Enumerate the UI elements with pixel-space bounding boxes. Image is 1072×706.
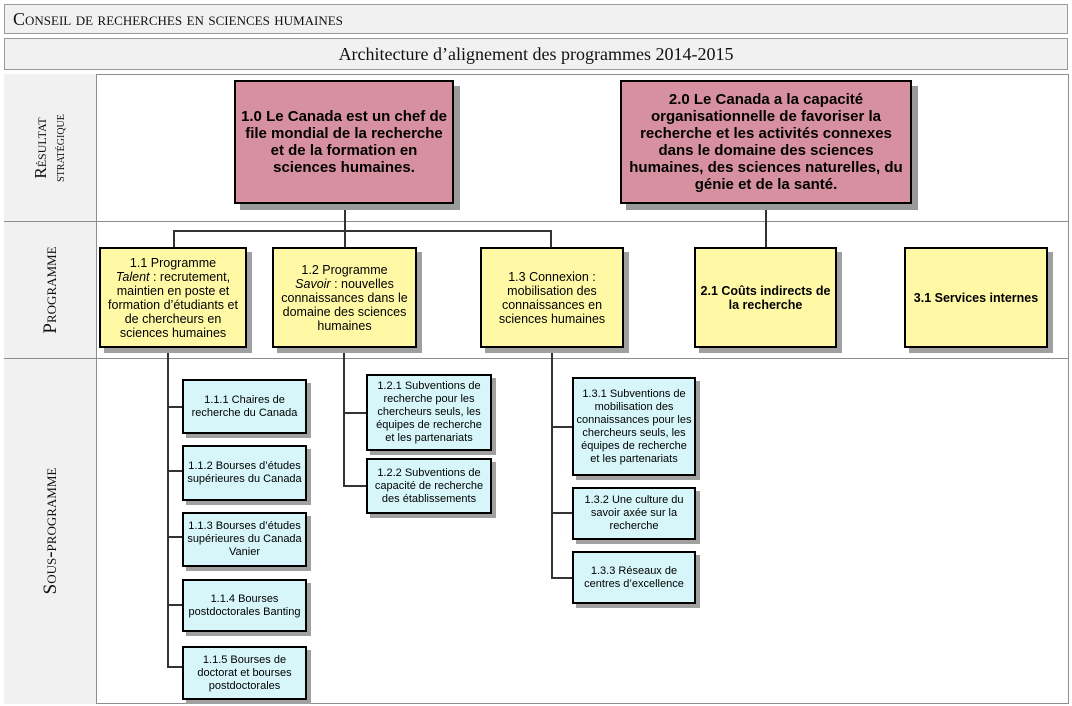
- connector-line: [173, 230, 551, 232]
- row-label-strategic-line2: stratégique: [53, 114, 68, 182]
- subprogram-1-2-2-label: 1.2.2 Subventions de capacité de recherc…: [374, 466, 484, 505]
- program-1-2-number: 1.2 Programme: [301, 262, 388, 277]
- subprogram-1-1-3-label: 1.1.3 Bourses d’études supérieures du Ca…: [187, 520, 302, 558]
- program-1-1-name: Talent: [115, 269, 150, 284]
- connector-line: [167, 470, 183, 472]
- subprogram-1-3-2-box: 1.3.2 Une culture du savoir axée sur la …: [572, 487, 696, 540]
- connector-line: [173, 230, 175, 248]
- subprogram-1-3-3-box: 1.3.3 Réseaux de centres d’excellence: [572, 551, 696, 604]
- subprogram-1-3-2-label: 1.3.2 Une culture du savoir axée sur la …: [584, 494, 684, 532]
- outcome-2-text: 2.0 Le Canada a la capacité organisation…: [629, 91, 903, 193]
- connector-line: [344, 204, 346, 230]
- subprogram-1-2-1-box: 1.2.1 Subventions de recherche pour les …: [366, 374, 492, 451]
- program-1-1-description: : recrutement, maintien en poste et form…: [108, 269, 238, 340]
- connector-line: [167, 666, 183, 668]
- connector-line: [167, 536, 183, 538]
- subprogram-1-1-2-label: 1.1.2 Bourses d’études supérieures du Ca…: [187, 460, 302, 485]
- connector-line: [343, 485, 367, 487]
- row-label-program: Programme: [40, 246, 61, 334]
- subprogram-1-3-1-box: 1.3.1 Subventions de mobilisation des co…: [572, 377, 696, 476]
- program-3-1-label: 3.1 Services internes: [913, 290, 1039, 305]
- subprogram-1-1-4-label: 1.1.4 Bourses postdoctorales Banting: [188, 592, 301, 618]
- row-divider: [4, 221, 1069, 222]
- program-1-2-description: : nouvelles connaissances dans le domain…: [281, 276, 408, 333]
- row-label-strategic-outcome: Résultat stratégique: [31, 114, 71, 182]
- row-label-strategic-line1: Résultat: [31, 117, 50, 179]
- subprogram-1-1-4-box: 1.1.4 Bourses postdoctorales Banting: [182, 579, 307, 632]
- connector-line: [167, 348, 169, 667]
- connector-line: [551, 577, 573, 579]
- program-1-2-name: Savoir: [295, 276, 331, 291]
- subprogram-1-1-1-box: 1.1.1 Chaires de recherche du Canada: [182, 379, 307, 434]
- subprogram-1-2-2-box: 1.2.2 Subventions de capacité de recherc…: [366, 458, 492, 514]
- program-2-1-label: 2.1 Coûts indirects de la recherche: [700, 283, 831, 312]
- program-1-1-number: 1.1 Programme: [129, 255, 217, 270]
- connector-line: [167, 406, 183, 408]
- connector-line: [551, 426, 573, 428]
- subprogram-1-2-1-label: 1.2.1 Subventions de recherche pour les …: [376, 380, 482, 444]
- subprogram-1-3-1-label: 1.3.1 Subventions de mobilisation des co…: [576, 387, 692, 465]
- connector-line: [343, 412, 367, 414]
- program-1-3-box: 1.3 Connexion : mobilisation des connais…: [480, 247, 624, 348]
- subprogram-1-1-5-box: 1.1.5 Bourses de doctorat et bourses pos…: [182, 646, 307, 700]
- row-divider: [4, 358, 1069, 359]
- connector-line: [551, 512, 573, 514]
- connector-line: [551, 348, 553, 578]
- outcome-1-text: 1.0 Le Canada est un chef de file mondia…: [241, 108, 447, 176]
- row-label-column: [4, 74, 97, 704]
- connector-line: [765, 204, 767, 248]
- subprogram-1-1-2-box: 1.1.2 Bourses d’études supérieures du Ca…: [182, 445, 307, 501]
- connector-line: [550, 230, 552, 248]
- row-label-subprogram: Sous-programme: [40, 467, 61, 595]
- outcome-2-box: 2.0 Le Canada a la capacité organisation…: [620, 80, 912, 204]
- connector-line: [167, 604, 183, 606]
- subprogram-1-1-5-label: 1.1.5 Bourses de doctorat et bourses pos…: [197, 653, 292, 692]
- outcome-1-box: 1.0 Le Canada est un chef de file mondia…: [234, 80, 454, 204]
- program-2-1-box: 2.1 Coûts indirects de la recherche: [694, 247, 837, 348]
- connector-line: [344, 230, 346, 248]
- program-3-1-box: 3.1 Services internes: [904, 247, 1048, 348]
- subprogram-1-1-1-label: 1.1.1 Chaires de recherche du Canada: [191, 393, 298, 419]
- page-title: Architecture d’alignement des programmes…: [4, 38, 1068, 70]
- connector-line: [343, 348, 345, 486]
- subprogram-1-1-3-box: 1.1.3 Bourses d’études supérieures du Ca…: [182, 512, 307, 567]
- organization-header: Conseil de recherches en sciences humain…: [4, 4, 1068, 34]
- program-1-3-label: 1.3 Connexion : mobilisation des connais…: [498, 269, 606, 326]
- subprogram-1-3-3-label: 1.3.3 Réseaux de centres d’excellence: [584, 564, 684, 590]
